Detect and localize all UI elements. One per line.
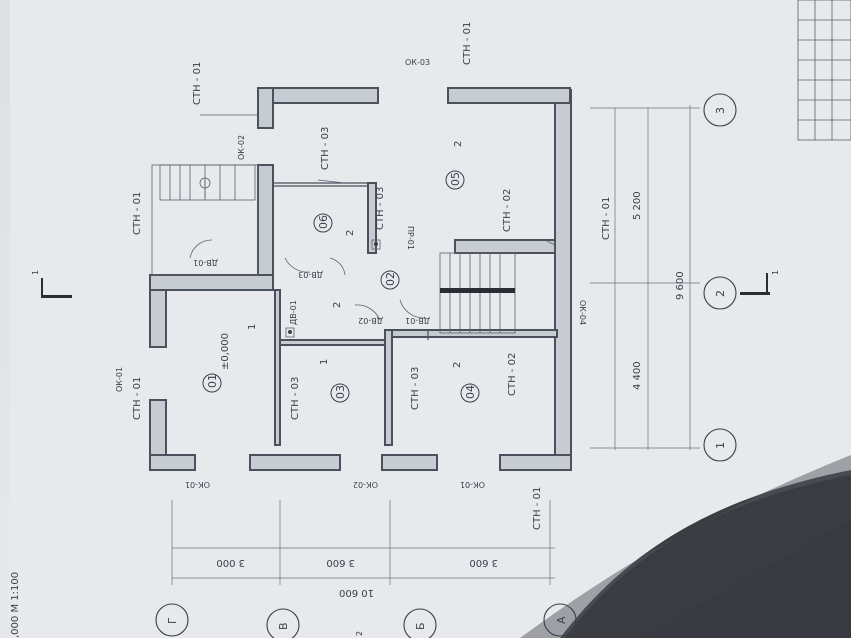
wall-label-sth01: СТН - 01 <box>132 192 143 235</box>
room-05-id: 05 <box>449 172 462 186</box>
axis-label-2: 2 <box>714 290 727 297</box>
room-03-marker: 1 <box>319 359 330 365</box>
room-01-level: ±0,000 <box>220 333 231 370</box>
axis-label-a: А <box>555 616 568 624</box>
opening-dv01: ДВ-01 <box>405 316 430 325</box>
wall-label-sth01: СТН - 01 <box>601 197 612 240</box>
door-swings <box>189 239 426 338</box>
room-06-id: 06 <box>317 215 330 229</box>
staircase <box>439 252 516 334</box>
wall-label-sth03: СТН - 03 <box>375 187 386 230</box>
opening-ok02: ОК-02 <box>237 135 246 160</box>
shadow-area <box>560 470 851 638</box>
axis-label-b: Б <box>414 622 427 630</box>
dim-bottom-c: 3 600 <box>469 557 498 568</box>
dim-bottom-a: 3 000 <box>216 557 245 568</box>
wall-label-sth01: СТН - 01 <box>462 22 473 65</box>
section-markers <box>41 273 770 298</box>
dim-bottom-total: 10 600 <box>339 587 374 598</box>
wall-label-sth02: СТН - 02 <box>502 189 513 232</box>
room-01-marker: 1 <box>247 324 258 330</box>
paper-sheet <box>10 0 851 638</box>
outer-walls <box>149 87 572 471</box>
opening-dv01: ДВ-01 <box>289 300 298 325</box>
room-03-id: 03 <box>334 385 347 399</box>
axis-label-v: В <box>277 622 290 630</box>
section-mark-right: 1 <box>771 270 780 275</box>
dim-bottom-b: 3 600 <box>326 557 355 568</box>
opening-dv02: ДВ-02 <box>358 316 383 325</box>
wall-label-sth03: СТН - 03 <box>290 377 301 420</box>
opening-pr01: ПР-01 <box>406 226 415 250</box>
opening-dv03: ДВ-03 <box>298 270 323 279</box>
section-mark-top: 1 <box>31 270 40 275</box>
axis-label-3: 3 <box>714 107 727 114</box>
title-block-grid <box>797 0 851 141</box>
axis-label-1: 1 <box>714 442 727 449</box>
wall-label-sth03: СТН - 03 <box>410 367 421 410</box>
opening-ok02: ОК-02 <box>353 480 378 489</box>
room-05-marker: 2 <box>453 141 464 147</box>
room-01-id: 01 <box>206 374 219 388</box>
section-mark-bottom: 2 <box>355 631 364 636</box>
dim-lower-right: 4 400 <box>632 361 643 390</box>
room-circles <box>202 170 480 403</box>
wall-label-sth01: СТН - 01 <box>192 62 203 105</box>
dimension-lines-bottom <box>171 500 555 585</box>
room-04-id: 04 <box>464 385 477 399</box>
dim-upper-right: 5 200 <box>632 191 643 220</box>
room-02-marker: 2 <box>332 302 343 308</box>
wall-label-sth01: СТН - 01 <box>532 487 543 530</box>
opening-ok01: ОК-01 <box>185 480 210 489</box>
dimension-lines-right <box>590 105 700 450</box>
wall-label-sth03: СТН - 03 <box>320 127 331 170</box>
room-02-id: 02 <box>384 272 397 286</box>
opening-ok01: ОК-01 <box>460 480 485 489</box>
opening-ok04: ОК-04 <box>578 300 587 325</box>
leader-lines <box>200 114 556 246</box>
axis-circles <box>155 93 737 638</box>
porch <box>151 164 259 276</box>
opening-ok03: ОК-03 <box>405 58 430 67</box>
room-06-marker: 2 <box>345 230 356 236</box>
dim-total-right: 9 600 <box>675 271 686 300</box>
scale-note: ,000 М 1:100 <box>10 572 21 638</box>
opening-ok01: ОК-01 <box>115 367 124 392</box>
opening-dv01: ДВ-01 <box>193 258 218 267</box>
room-04-marker: 2 <box>452 362 463 368</box>
wall-label-sth01: СТН - 01 <box>132 377 143 420</box>
axis-label-g: Г <box>166 617 179 624</box>
interior-walls <box>273 182 558 446</box>
wall-label-sth02: СТН - 02 <box>507 353 518 396</box>
